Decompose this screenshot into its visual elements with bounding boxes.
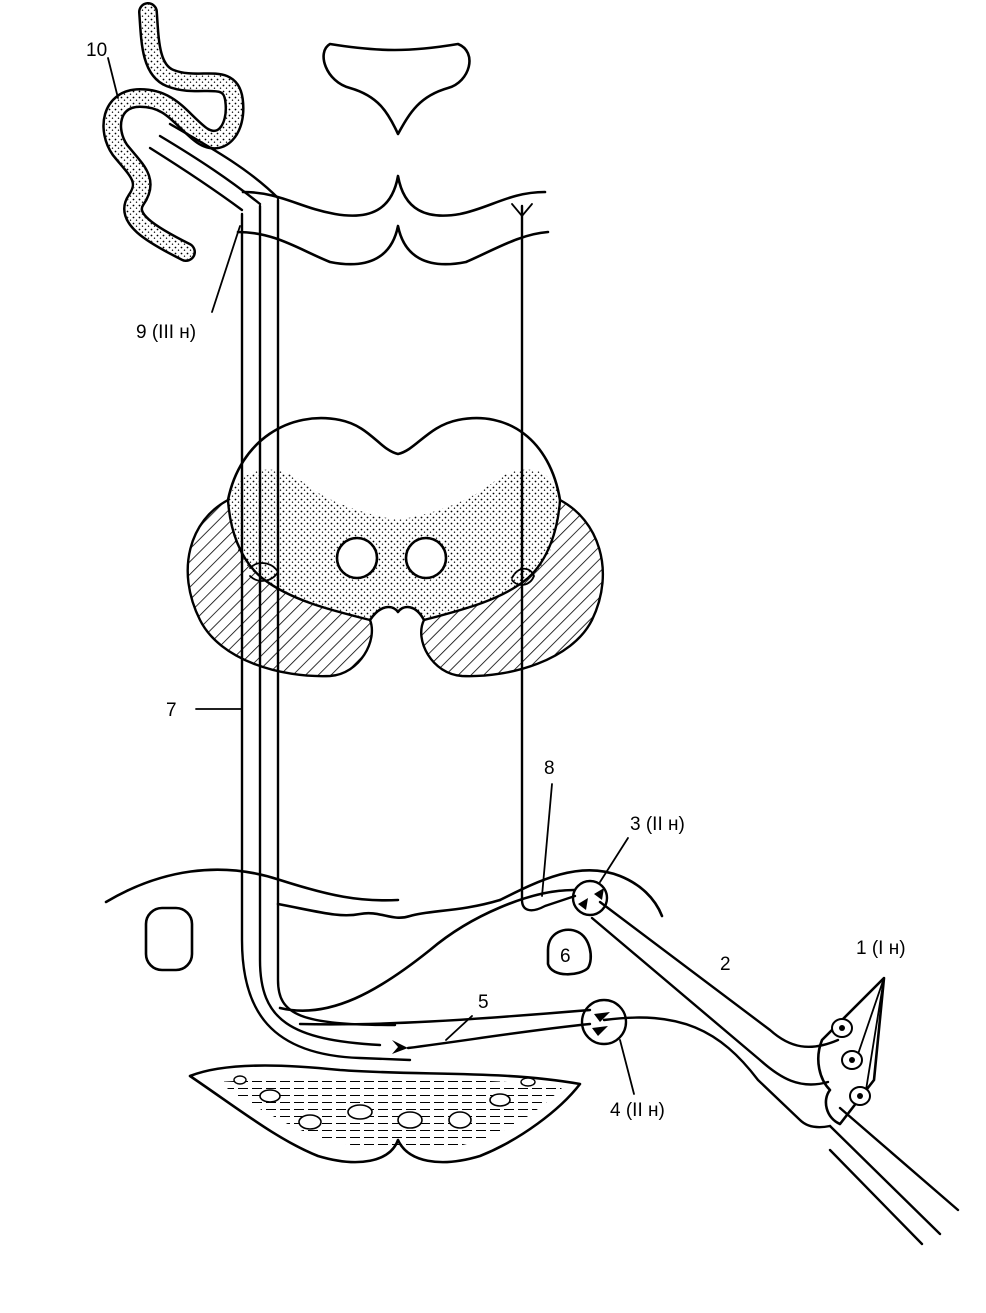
right-nucleus-synapse	[511, 567, 535, 586]
label-5: 5	[478, 992, 489, 1013]
tissue-blob-6	[489, 1093, 511, 1107]
right-central-canal	[404, 536, 448, 580]
receptor-1-inner-line-2	[865, 977, 885, 1091]
left-vertebra-shape	[144, 906, 194, 972]
nerve-2-upper	[598, 900, 840, 1048]
label-3: 3 (II н)	[630, 814, 685, 835]
ganglion-3-synapse-a	[578, 898, 588, 910]
lower-tissue-stripes	[220, 1078, 562, 1150]
leader-9	[211, 225, 241, 313]
lemniscal-fiber-outer	[240, 212, 412, 1062]
label-8: 8	[544, 758, 555, 779]
tissue-blob-8	[520, 1077, 536, 1087]
ganglion-4-synapse-a	[594, 1012, 610, 1022]
leader-8	[541, 783, 553, 897]
label-9: 9 (III н)	[136, 322, 196, 343]
thalamocortical-fiber-2	[158, 134, 262, 206]
leader-4	[619, 1039, 635, 1095]
leader-3	[599, 837, 629, 883]
label-2: 2	[720, 954, 731, 975]
fiber-5	[406, 1022, 592, 1050]
receptor-1-inner-line	[855, 977, 885, 1061]
label-4: 4 (II н)	[610, 1100, 665, 1121]
medulla-outline	[226, 416, 562, 502]
tissue-blob-3	[347, 1104, 373, 1120]
label-10: 10	[86, 40, 107, 61]
ganglion-3-synapse-b	[594, 888, 604, 900]
tissue-blob-1	[259, 1089, 281, 1103]
lower-cord-wave	[276, 898, 502, 919]
leader-10	[107, 57, 119, 99]
tissue-blob-5	[448, 1111, 472, 1129]
left-nucleus-synapse	[249, 562, 280, 582]
top-ventricle-shape	[322, 42, 471, 136]
outgoing-fiber-3	[828, 1148, 924, 1246]
brainstem-upper-contour	[241, 174, 547, 217]
leader-5	[445, 1015, 473, 1041]
nerve-2-lower	[590, 916, 830, 1086]
tissue-blob-2	[298, 1114, 322, 1130]
fiber-5-synapse	[392, 1040, 408, 1054]
ganglion-4	[580, 998, 628, 1046]
fiber-5-lower	[298, 1008, 592, 1026]
sympathetic-trunk-arc	[278, 888, 576, 1012]
lower-cord-right	[498, 868, 664, 918]
label-1: 1 (I н)	[856, 938, 906, 959]
receptor-cell-1-nucleus	[839, 1025, 845, 1031]
ganglion-3	[571, 879, 609, 917]
outgoing-fiber-1	[828, 1124, 942, 1236]
thalamocortical-fiber-1	[148, 146, 244, 212]
receptor-1-outline	[817, 976, 886, 1126]
left-dotted-nucleus	[228, 469, 398, 620]
thalamocortical-fiber-3	[168, 122, 280, 200]
right-dotted-nucleus	[398, 469, 560, 620]
lower-tissue-outline	[188, 1064, 582, 1164]
ganglion-4-synapse-b	[592, 1026, 608, 1036]
medulla-midline-notch	[368, 605, 426, 622]
label-6: 6	[560, 946, 571, 967]
receptor-cell-3-nucleus	[857, 1093, 863, 1099]
body-6-shape	[546, 928, 592, 976]
label-7: 7	[166, 700, 177, 721]
descending-fiber-top	[511, 203, 533, 218]
receptor-cell-2-nucleus	[849, 1057, 855, 1063]
outgoing-fiber-2	[838, 1106, 960, 1212]
brainstem-second-contour	[236, 224, 550, 266]
nerve-2-bottom	[602, 1016, 832, 1129]
tissue-blob-7	[233, 1075, 247, 1085]
lower-cord-contour	[104, 868, 400, 904]
cortex-squiggle-dots	[104, 4, 243, 260]
lemniscal-fiber-middle	[258, 204, 382, 1047]
left-central-canal	[335, 536, 379, 580]
tissue-blob-4	[397, 1111, 423, 1129]
